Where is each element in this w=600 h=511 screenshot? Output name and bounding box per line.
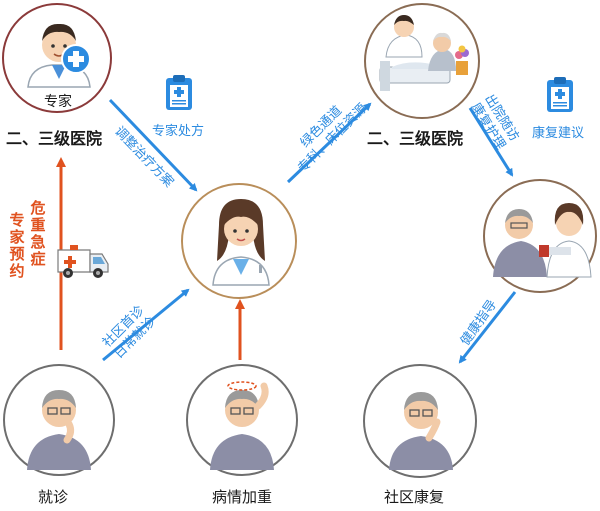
expert-prescription-label: 专家处方 [152,124,205,139]
arrow-health-guidance [458,291,517,364]
arrow-adjust-treatment [108,98,198,192]
hospital-right-label: 二、三级医院 [367,129,464,148]
rehab-advice-label: 康复建议 [532,126,585,141]
blood-pressure-check-illustration-icon [493,203,592,278]
condition-worsening-node [186,364,298,476]
dizzy-elder-avatar-icon [210,381,274,470]
hospital-right-node [364,3,480,119]
clipboard-icon [166,75,192,110]
pensive-elder-avatar-icon [27,390,91,470]
patient-visit-label: 就诊 [38,488,69,506]
arrow-discharge [468,107,514,177]
community-doctor-node [181,183,297,299]
expert-label: 专家 [44,94,72,110]
thinking-elder-avatar-icon [389,392,453,470]
expert-appointment-vertical-label: 专家预约 [9,211,25,280]
critical-emergency-vertical-label: 危重急症 [30,199,46,268]
expert-node: 专家 [2,3,112,113]
arrow-community-visit [102,288,190,362]
ward-visit-illustration-icon [379,15,469,91]
female-doctor-avatar-icon [212,199,270,286]
ambulance-icon [57,245,109,278]
blood-pressure-check-node [483,179,597,293]
hospital-left-label: 二、三级医院 [6,129,103,148]
patient-visit-node [3,364,115,476]
condition-worsening-label: 病情加重 [212,488,273,506]
community-rehab-label: 社区康复 [384,488,445,506]
community-rehab-node [363,364,477,478]
clipboard-icon [547,77,573,112]
arrow-green-channel [286,102,372,184]
medical-cross-icon [61,44,91,74]
